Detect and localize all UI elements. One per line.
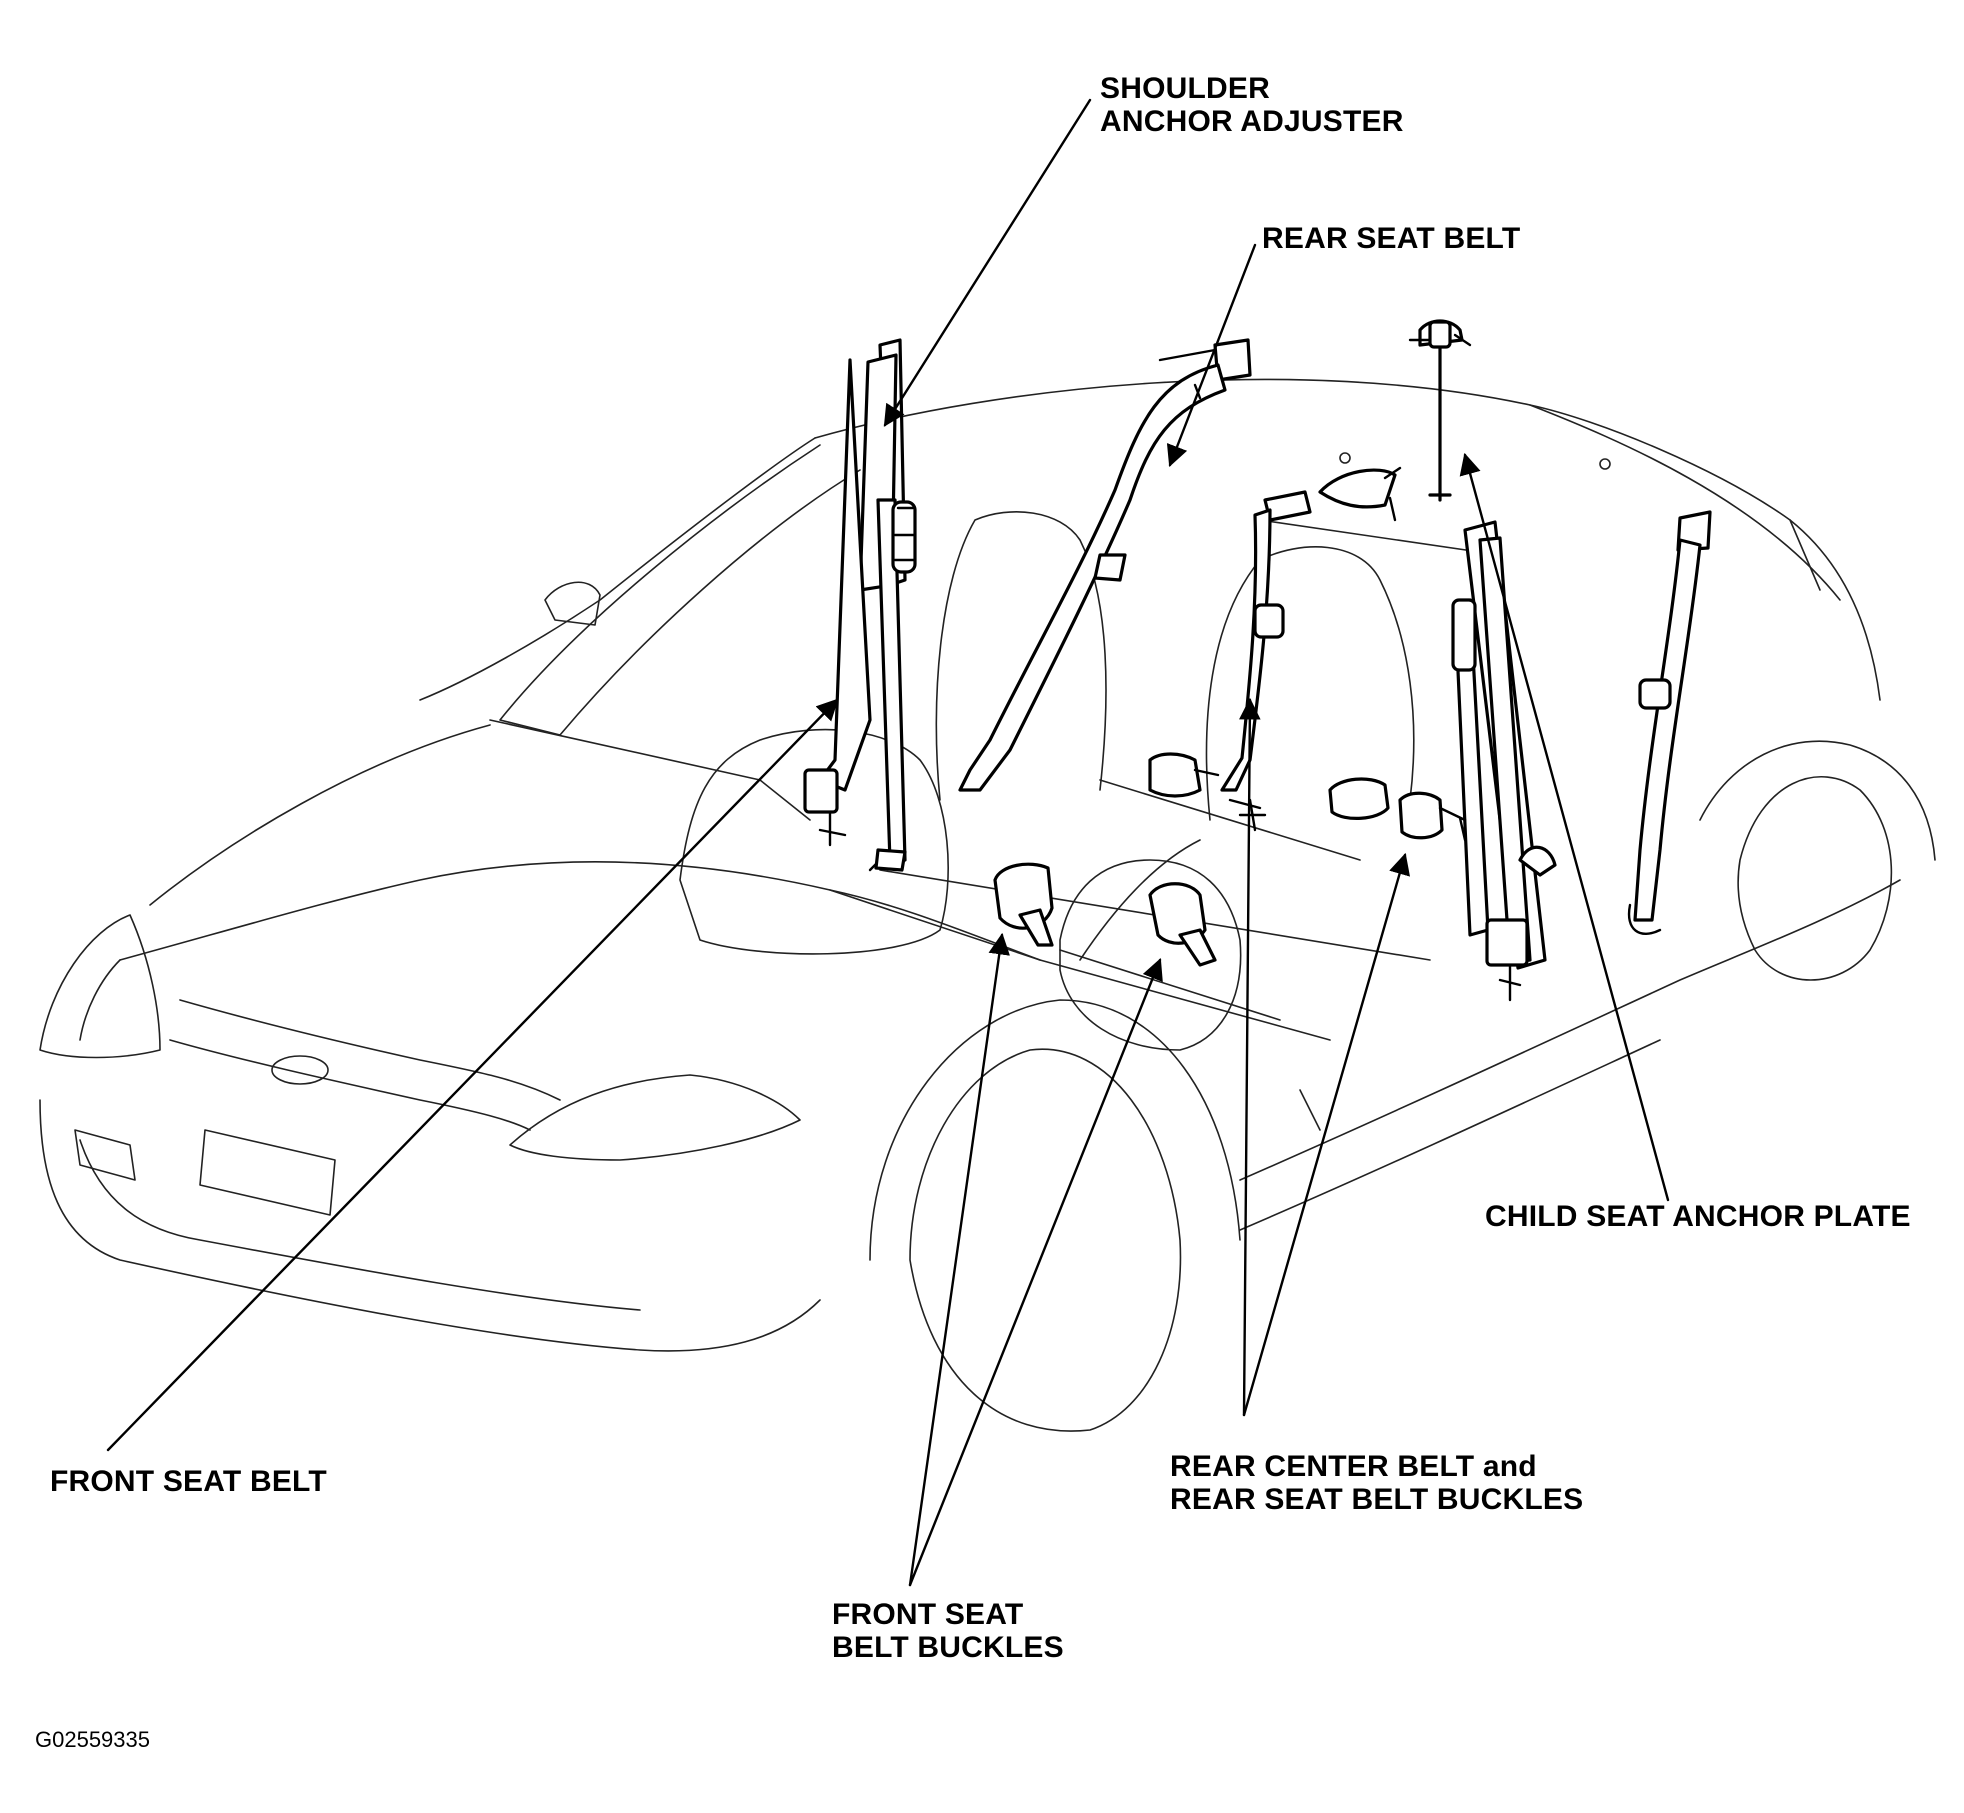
leader-lines: [106, 98, 1670, 1587]
rear-seat-belt-right: [1627, 510, 1712, 935]
leader-rear-center-belt: [1239, 697, 1261, 1417]
child-seat-anchor-plate-label: CHILD SEAT ANCHOR PLATE: [1485, 1200, 1911, 1233]
rear-seat-belt-left: [958, 338, 1252, 792]
front-seat-belt-buckles-label: FRONT SEAT BELT BUCKLES: [832, 1598, 1064, 1664]
shoulder-anchor-adjuster-label: SHOULDER ANCHOR ADJUSTER: [1100, 72, 1404, 138]
rear-seat-belt-buckles: [1328, 777, 1467, 842]
front-seat-belt-buckle-left: [993, 862, 1054, 947]
leader-shoulder-anchor-adjuster: [883, 98, 1092, 427]
front-seat-belt-label: FRONT SEAT BELT: [50, 1465, 327, 1498]
rear-seat-belt-label: REAR SEAT BELT: [1262, 222, 1521, 255]
front-seat-belt-right: [1451, 520, 1557, 1002]
leader-rear-seat-belt: [1166, 243, 1257, 468]
child-seat-anchor-plate: [1408, 319, 1472, 502]
rear-center-belt-buckles-label: REAR CENTER BELT and REAR SEAT BELT BUCK…: [1170, 1450, 1584, 1516]
front-seat-belt-buckle-center: [1148, 882, 1217, 967]
leader-front-buckle-center: [908, 957, 1163, 1587]
leader-rear-seat-belt-buckles: [1242, 852, 1411, 1417]
leader-front-seat-belt: [106, 698, 839, 1452]
front-seat-belt-left: [803, 338, 917, 872]
car-outline: [39, 378, 1936, 1432]
rear-center-belt: [1148, 466, 1402, 832]
leader-front-buckle-left: [908, 932, 1010, 1587]
leader-child-seat-anchor-plate: [1459, 452, 1670, 1202]
figure-code: G02559335: [35, 1727, 150, 1752]
